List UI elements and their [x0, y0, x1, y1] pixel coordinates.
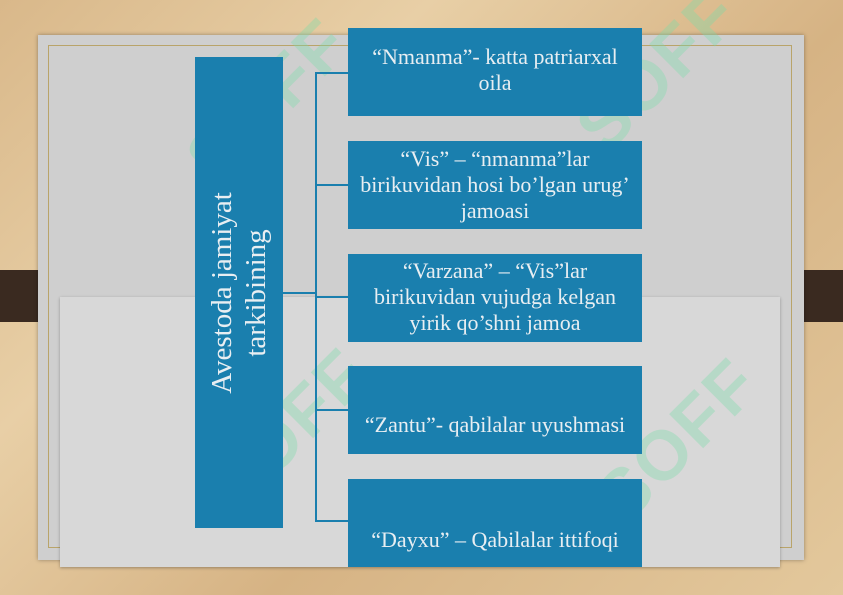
- connector-branch-5: [315, 520, 348, 522]
- connector-branch-2: [315, 184, 348, 186]
- node-label: “Dayxu” – Qabilalar ittifoqi: [371, 527, 619, 552]
- diagram-node-nmanma: “Nmanma”- katta patriarxal oila: [348, 28, 642, 116]
- diagram-node-dayxu: “Dayxu” – Qabilalar ittifoqi: [348, 479, 642, 567]
- root-label-line1: Avestoda jamiyat: [206, 191, 239, 394]
- diagram-node-zantu: “Zantu”- qabilalar uyushmasi: [348, 366, 642, 454]
- connector-trunk-left: [283, 292, 316, 294]
- node-label: “Varzana” – “Vis”lar birikuvidan vujudga…: [374, 258, 616, 335]
- root-label: Avestoda jamiyat tarkibining: [205, 192, 273, 394]
- diagram-node-vis: “Vis” – “nmanma”lar birikuvidan hosi bo’…: [348, 141, 642, 229]
- connector-branch-1: [315, 72, 348, 74]
- node-label: “Zantu”- qabilalar uyushmasi: [364, 412, 626, 437]
- root-label-line2: tarkibining: [240, 228, 273, 357]
- connector-branch-4: [315, 409, 348, 411]
- node-label: “Vis” – “nmanma”lar birikuvidan hosi bo’…: [360, 146, 630, 223]
- connector-branch-3: [315, 296, 348, 298]
- diagram-node-varzana: “Varzana” – “Vis”lar birikuvidan vujudga…: [348, 254, 642, 342]
- node-label: “Nmanma”- katta patriarxal oila: [372, 44, 618, 95]
- diagram-root: Avestoda jamiyat tarkibining: [195, 57, 283, 528]
